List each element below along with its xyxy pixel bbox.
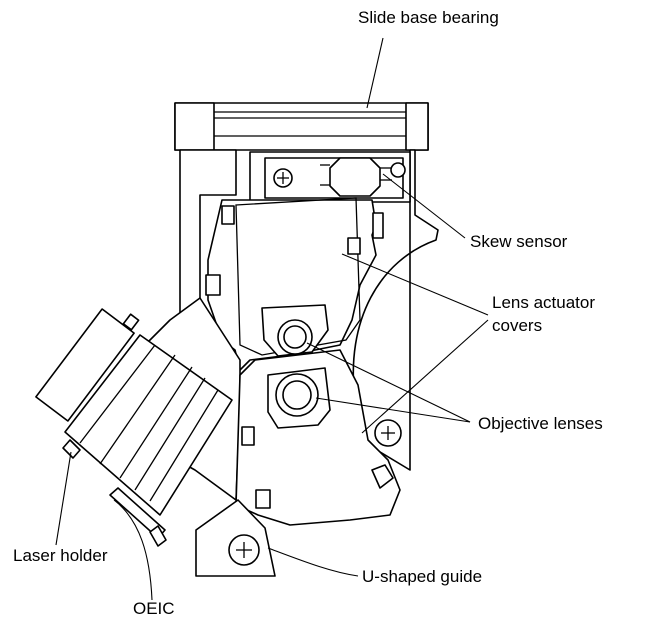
label-oeic: OEIC [133,599,175,618]
objective-lens-upper [283,325,307,349]
label-lens-actuator-covers-line1: Lens actuator [492,293,595,312]
lower-lens-actuator-cover [235,349,402,526]
u-shaped-guide [195,499,276,577]
oeic-board [109,487,166,539]
label-u-shaped-guide: U-shaped guide [362,567,482,586]
objective-lens-lower [282,380,312,410]
leader-lines [55,37,489,601]
label-objective-lenses: Objective lenses [478,414,603,433]
leader-slide-base-bearing [366,37,384,109]
label-slide-base-bearing: Slide base bearing [358,8,499,27]
upper-lens-actuator-cover [205,197,384,371]
leader-skew-sensor [382,173,466,239]
laser-holder-tab [62,439,81,459]
skew-sensor-chip [329,157,381,197]
leader-laser-holder [55,451,72,546]
label-lens-actuator-covers-line2: covers [492,316,542,335]
leader-objective-lower [315,397,471,423]
leader-oeic [113,499,153,601]
labels: Slide base bearing Skew sensor Lens actu… [13,8,603,618]
leader-objective-upper [306,342,471,423]
skew-sensor-bracket [249,151,411,203]
leader-u-shaped-guide [267,547,359,577]
slide-base-bearing [174,102,429,151]
leader-lens-actuator-lower [361,319,489,434]
label-laser-holder: Laser holder [13,546,108,565]
leader-lens-actuator-upper [341,253,489,316]
laser-assembly [35,297,241,547]
label-skew-sensor: Skew sensor [470,232,568,251]
laser-holder-body [64,334,233,516]
laser-holder-cap [35,308,135,422]
